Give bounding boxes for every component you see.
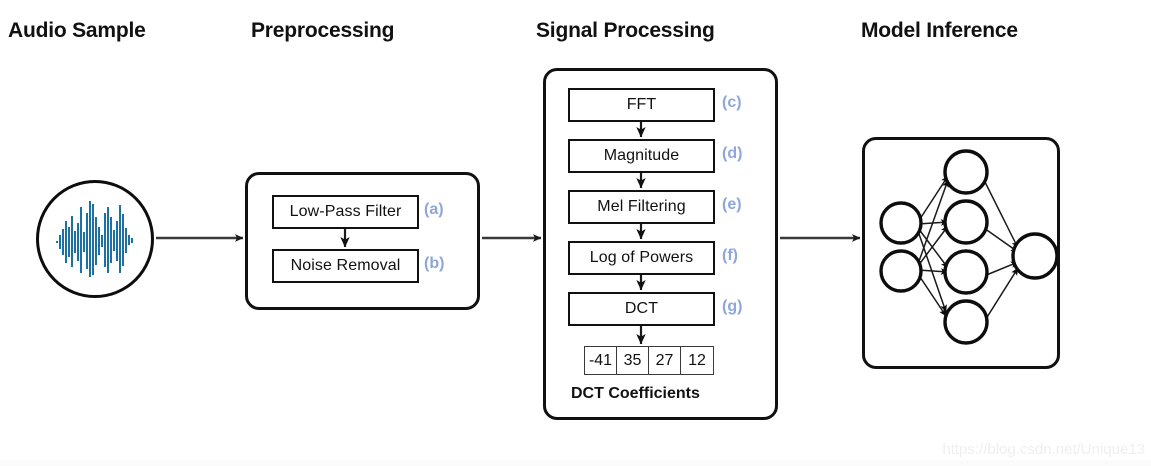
tag-e: (e) [722, 196, 742, 213]
step-label: DCT [624, 300, 659, 317]
dct-cell: 12 [688, 351, 706, 369]
step-label: Magnitude [603, 147, 680, 164]
step-log-of-powers[interactable]: Log of Powers [568, 241, 715, 275]
model-inference-container [862, 137, 1060, 369]
tag-c: (c) [722, 94, 742, 111]
preprocessing-container [245, 172, 480, 310]
step-magnitude[interactable]: Magnitude [568, 139, 715, 173]
bottom-bar [0, 460, 1151, 466]
tag-g: (g) [722, 298, 743, 315]
step-label: Mel Filtering [597, 198, 686, 215]
heading-preprocessing: Preprocessing [251, 19, 395, 42]
step-low-pass-filter[interactable]: Low-Pass Filter [272, 195, 419, 229]
step-label: FFT [626, 96, 657, 113]
dct-cell: 27 [649, 347, 681, 374]
dct-coefficients-row: -41 35 27 12 [584, 346, 714, 375]
tag-a: (a) [424, 201, 444, 218]
dct-coefficients-caption: DCT Coefficients [571, 385, 700, 402]
heading-model-inference: Model Inference [861, 19, 1018, 42]
audio-waveform-icon [56, 201, 133, 277]
step-label: Noise Removal [290, 257, 401, 274]
heading-audio-sample: Audio Sample [8, 19, 146, 42]
tag-d: (d) [722, 145, 743, 162]
dct-cell: -41 [585, 347, 617, 374]
tag-f: (f) [722, 247, 738, 264]
tag-b: (b) [424, 255, 445, 272]
step-label: Low-Pass Filter [289, 203, 402, 220]
step-dct[interactable]: DCT [568, 292, 715, 326]
step-label: Log of Powers [589, 249, 694, 266]
heading-signal-processing: Signal Processing [536, 19, 715, 42]
step-mel-filtering[interactable]: Mel Filtering [568, 190, 715, 224]
audio-sample-circle [36, 180, 154, 298]
step-fft[interactable]: FFT [568, 88, 715, 122]
step-noise-removal[interactable]: Noise Removal [272, 249, 419, 283]
dct-cell: 35 [617, 347, 649, 374]
watermark: https://blog.csdn.net/Unique13 [942, 441, 1145, 458]
